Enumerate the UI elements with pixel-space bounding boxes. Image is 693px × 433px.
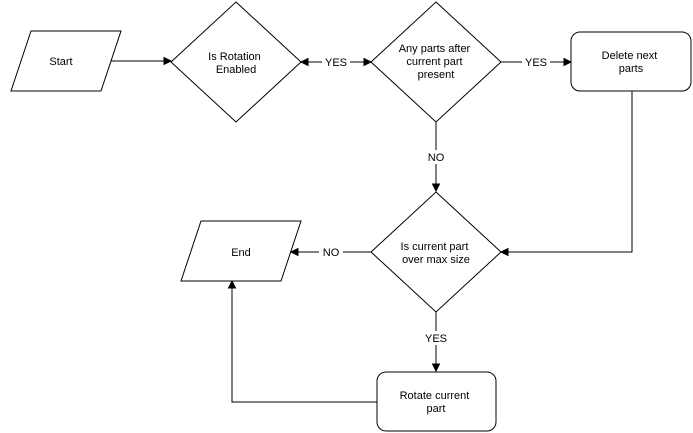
edge-over-max-to-end: NO: [289, 245, 371, 259]
edge-label-yes-3: YES: [425, 333, 447, 345]
edge-any-parts-to-over-max: NO: [424, 121, 448, 193]
edge-delete-to-over-max: [499, 91, 633, 257]
svg-text:End: End: [231, 247, 251, 259]
edge-label-no-2: NO: [323, 247, 340, 259]
arrowhead-right: [363, 57, 373, 67]
edge-label-no-1: NO: [428, 152, 445, 164]
svg-text:Is Rotation Enabled: Is Rotation Enabled: [208, 51, 264, 76]
node-is-rotation-enabled[interactable]: Is Rotation Enabled: [170, 1, 302, 123]
node-any-parts-line-1: Any parts after: [399, 43, 471, 55]
edge-over-max-to-rotate: YES: [420, 312, 452, 373]
node-rotate-line-1: Rotate current: [400, 390, 470, 402]
svg-text:Any parts after current: Any parts after current part present: [399, 43, 474, 81]
node-any-parts-line-2: current part: [406, 56, 462, 68]
node-over-max-line-2: over max size: [402, 254, 470, 266]
svg-text:Delete next parts: Delete next parts: [602, 50, 661, 75]
node-start-label: Start: [49, 56, 72, 68]
node-any-parts-after[interactable]: Any parts after current part present: [370, 1, 502, 123]
node-any-parts-line-3: present: [418, 69, 455, 81]
node-end[interactable]: End: [180, 220, 302, 282]
node-delete-line-2: parts: [619, 63, 644, 75]
edge-rotate-to-end: [227, 279, 377, 403]
arrowhead-left: [299, 57, 309, 67]
edge-label-yes-1: YES: [325, 57, 347, 69]
svg-text:Start: Start: [49, 56, 72, 68]
edge-rotation-to-any-parts: YES: [299, 55, 373, 69]
node-rotation-line-2: Enabled: [216, 64, 256, 76]
edge-start-to-rotation: [111, 56, 173, 66]
node-rotate-line-2: part: [427, 403, 446, 415]
node-delete-next-parts[interactable]: Delete next parts: [570, 31, 692, 92]
node-start[interactable]: Start: [10, 30, 122, 92]
node-over-max-line-1: Is current part: [401, 241, 469, 253]
node-end-label: End: [231, 247, 251, 259]
svg-text:Rotate current part: Rotate current part: [400, 390, 473, 415]
edge-any-parts-to-delete: YES: [501, 55, 573, 69]
node-delete-line-1: Delete next: [602, 50, 658, 62]
edge-label-yes-2: YES: [525, 57, 547, 69]
node-rotate-current-part[interactable]: Rotate current part: [376, 371, 497, 432]
node-rotation-line-1: Is Rotation: [208, 51, 261, 63]
svg-text:Is current part over max: Is current part over max size: [401, 241, 472, 266]
node-is-over-max-size[interactable]: Is current part over max size: [370, 191, 502, 313]
